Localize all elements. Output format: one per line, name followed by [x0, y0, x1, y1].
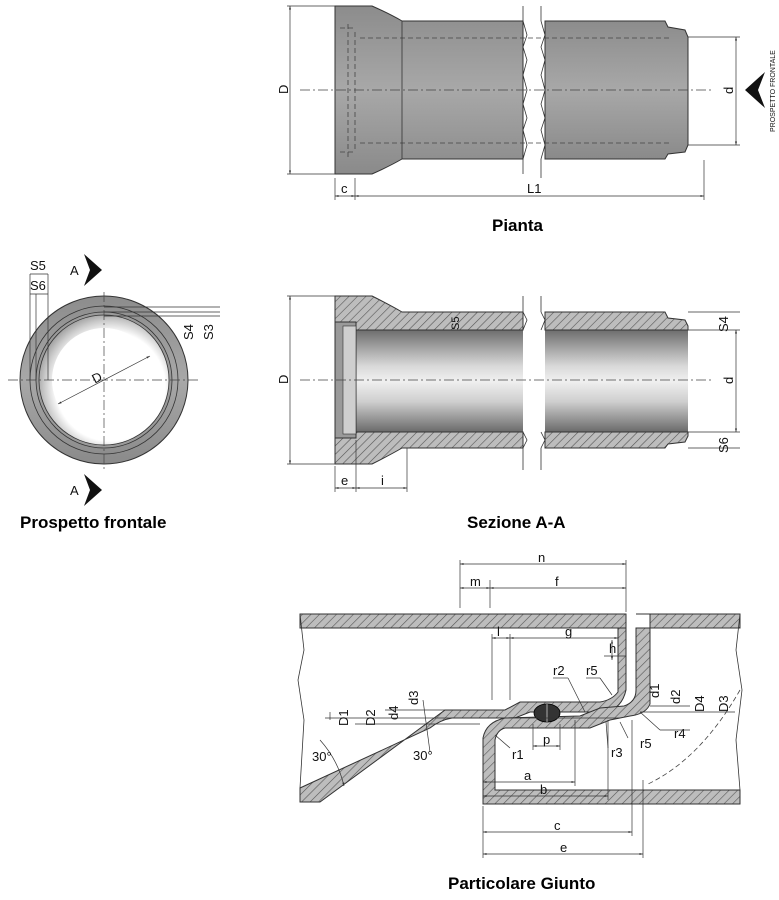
giunto-view: n m f l g h r2 r5 r4 r5 r3 r1 D1 D2 d4 d…	[297, 550, 743, 893]
giunto-b-label: b	[540, 782, 547, 797]
prospetto-view: D S5 S6 S4 S3 A A Prospetto frontale	[8, 254, 220, 532]
sezione-S6-label: S6	[716, 437, 731, 453]
sezione-S4-label: S4	[716, 316, 731, 332]
giunto-c-label: c	[554, 818, 561, 833]
title-particolare: Particolare Giunto	[448, 874, 595, 893]
giunto-d4-label: d4	[386, 706, 401, 720]
section-arrow-bottom-icon	[84, 474, 102, 506]
sezione-S5-label: S5	[450, 317, 462, 330]
sezione-i-label: i	[381, 473, 384, 488]
sezione-e-label: e	[341, 473, 348, 488]
giunto-p-label: p	[543, 732, 550, 747]
pianta-L1-label: L1	[527, 181, 541, 196]
pianta-c-label: c	[341, 181, 348, 196]
giunto-h-label: h	[609, 641, 616, 656]
prospetto-S5-label: S5	[30, 258, 46, 273]
title-sezione: Sezione A-A	[467, 513, 566, 532]
prospetto-S3-label: S3	[201, 324, 216, 340]
pianta-side-note: PROSPETTO FRONTALE	[770, 50, 777, 132]
giunto-l-label: l	[497, 624, 500, 639]
giunto-angle-mid: 30°	[413, 748, 433, 763]
giunto-m-label: m	[470, 574, 481, 589]
giunto-d3-label: d3	[406, 691, 421, 705]
giunto-angle-left: 30°	[312, 749, 332, 764]
sezione-D-label: D	[276, 375, 291, 384]
pianta-view: D d c L1 PROSPETTO FRONTALE Pianta	[276, 5, 777, 235]
pianta-d-label: d	[721, 87, 736, 94]
giunto-n-label: n	[538, 550, 545, 565]
giunto-r4-label: r4	[674, 726, 686, 741]
giunto-r5-top-label: r5	[586, 663, 598, 678]
pianta-D-label: D	[276, 85, 291, 94]
sezione-view: D d S4 S6 S5 e i Sezione A-A	[276, 295, 740, 532]
giunto-r2-label: r2	[553, 663, 565, 678]
section-arrow-top-icon	[84, 254, 102, 286]
view-arrow-icon	[745, 72, 765, 108]
giunto-r1-label: r1	[512, 747, 524, 762]
title-prospetto: Prospetto frontale	[20, 513, 166, 532]
prospetto-A-top: A	[70, 263, 79, 278]
title-pianta: Pianta	[492, 216, 544, 235]
prospetto-S4-label: S4	[181, 324, 196, 340]
giunto-r5-bottom-label: r5	[640, 736, 652, 751]
prospetto-A-bottom: A	[70, 483, 79, 498]
prospetto-S6-label: S6	[30, 278, 46, 293]
giunto-r3-label: r3	[611, 745, 623, 760]
giunto-D3-label: D3	[716, 695, 731, 712]
giunto-d1-label: d1	[647, 684, 662, 698]
giunto-d2-label: d2	[668, 690, 683, 704]
giunto-a-label: a	[524, 768, 532, 783]
giunto-D4-label: D4	[692, 695, 707, 712]
giunto-e-label: e	[560, 840, 567, 855]
sezione-d-label: d	[721, 377, 736, 384]
giunto-f-label: f	[555, 574, 559, 589]
giunto-g-label: g	[565, 624, 572, 639]
